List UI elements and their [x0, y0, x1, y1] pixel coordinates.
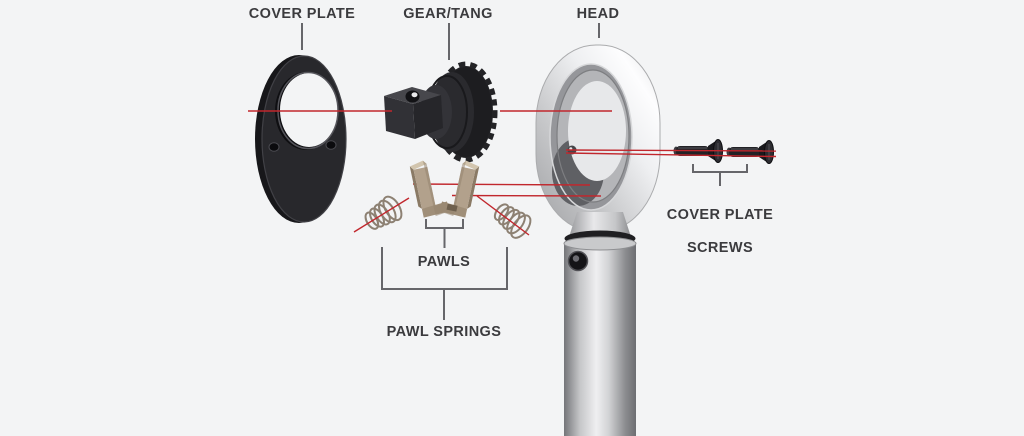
label-head: HEAD — [576, 6, 620, 22]
pawl-right — [439, 160, 480, 218]
label-cover-plate: COVER PLATE — [248, 6, 356, 22]
pawls-bracket — [425, 219, 464, 248]
label-cover-plate-screws-line1: COVER PLATE — [666, 206, 774, 223]
screws-bracket — [692, 164, 748, 186]
screw-2 — [726, 140, 774, 164]
screw-axis-line-upper — [565, 149, 777, 152]
spring-right-axis-line — [476, 195, 530, 236]
spring-left-axis-line — [353, 197, 410, 233]
pawl-leader-lines — [412, 183, 602, 197]
label-cover-plate-screws: COVER PLATE SCREWS — [620, 190, 820, 273]
callout-lines — [301, 23, 748, 320]
handle-pin-button — [568, 251, 588, 271]
label-gear-tang: GEAR/TANG — [403, 6, 493, 22]
gear-tang-part — [384, 61, 498, 163]
spring-right — [493, 203, 532, 239]
cover-plate-part — [255, 55, 347, 223]
handle — [563, 212, 637, 436]
alignment-lines — [248, 110, 777, 236]
label-pawls: PAWLS — [417, 254, 471, 270]
label-pawl-springs: PAWL SPRINGS — [386, 324, 502, 340]
screw-axis-line-lower — [565, 152, 777, 158]
label-cover-plate-screws-line2: SCREWS — [686, 239, 754, 256]
pawl-springs-bracket — [381, 247, 508, 320]
